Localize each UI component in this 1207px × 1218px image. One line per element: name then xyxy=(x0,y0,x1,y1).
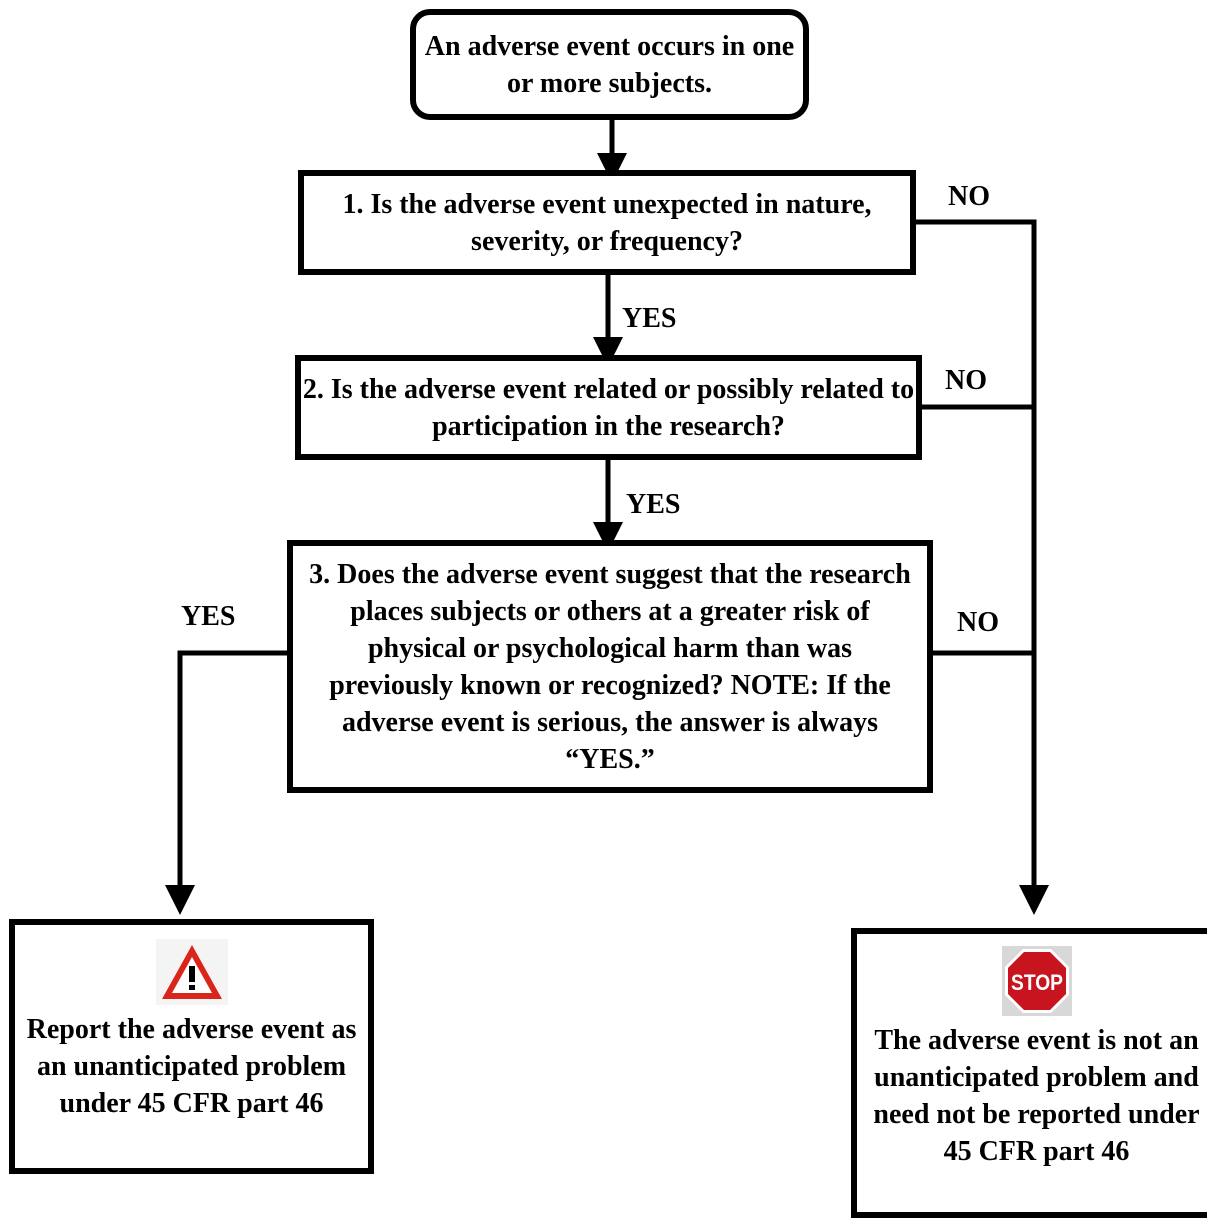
question-3-node: 3. Does the adverse event suggest that t… xyxy=(287,540,933,793)
yes-label-q3: YES xyxy=(181,601,236,632)
no-label-q3: NO xyxy=(957,607,999,638)
warning-triangle-icon xyxy=(155,939,228,1005)
outcome-report-text: Report the adverse event as an unanticip… xyxy=(26,1014,357,1119)
stop-sign-text: STOP xyxy=(1011,970,1063,995)
start-text: An adverse event occurs in one or more s… xyxy=(424,30,795,99)
stop-sign-icon: STOP xyxy=(1001,946,1072,1016)
outcome-stop-node: STOP The adverse event is not an unantic… xyxy=(851,928,1207,1218)
yes-label-q2: YES xyxy=(626,489,681,520)
yes-path-q3 xyxy=(165,650,287,915)
question-1-node: 1. Is the adverse event unexpected in na… xyxy=(298,170,916,275)
start-node: An adverse event occurs in one or more s… xyxy=(410,9,809,120)
no-path-q1 xyxy=(916,219,1049,915)
question-2-node: 2. Is the adverse event related or possi… xyxy=(295,355,922,460)
question-1-text: 1. Is the adverse event unexpected in na… xyxy=(342,188,872,257)
question-2-text: 2. Is the adverse event related or possi… xyxy=(302,373,915,442)
no-label-q1: NO xyxy=(948,181,990,212)
outcome-report-node: Report the adverse event as an unanticip… xyxy=(9,919,374,1174)
yes-label-q1: YES xyxy=(622,303,677,334)
no-label-q2: NO xyxy=(945,365,987,396)
question-3-text: 3. Does the adverse event suggest that t… xyxy=(309,558,911,775)
outcome-stop-text: The adverse event is not an unanticipate… xyxy=(873,1025,1200,1167)
